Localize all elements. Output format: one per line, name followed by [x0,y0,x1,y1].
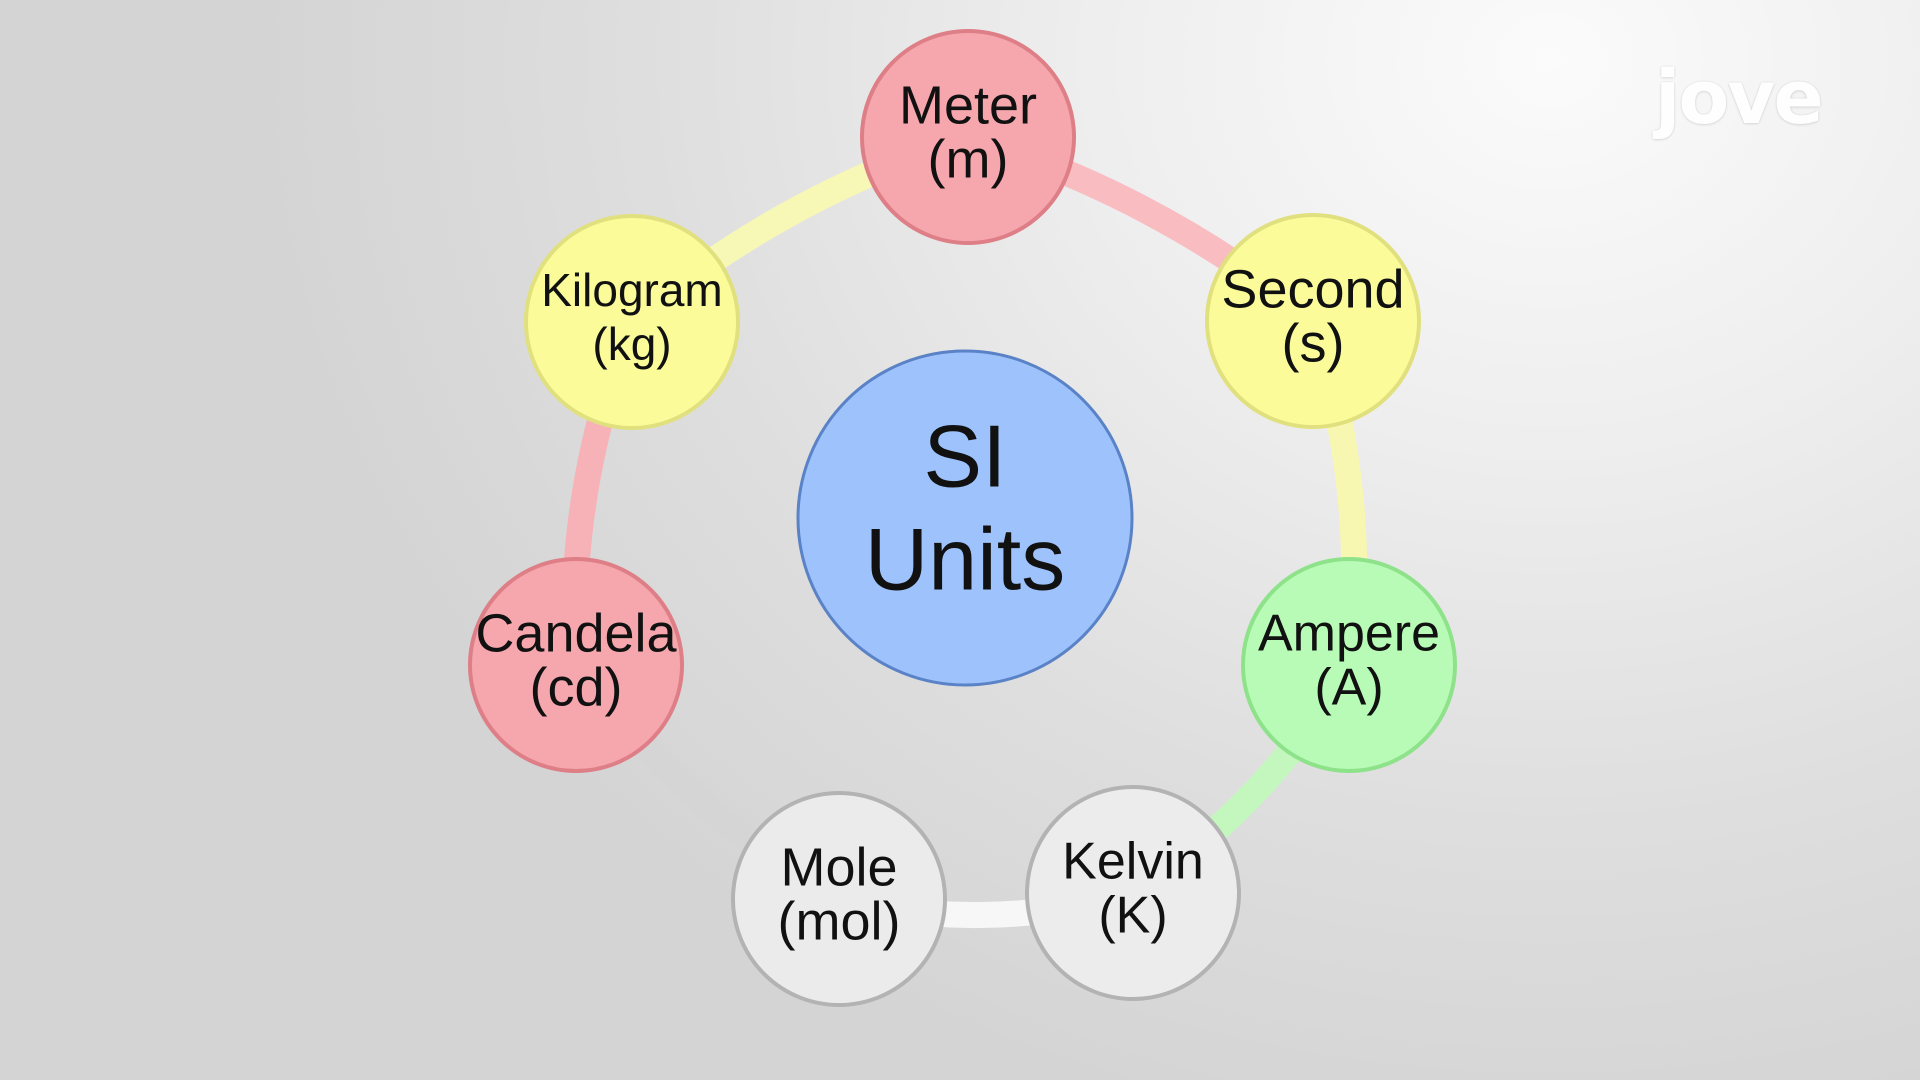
jove-logo: jove [1655,55,1824,141]
unit-name-mole: Mole [780,837,897,897]
unit-symbol-candela: (cd) [530,657,623,717]
unit-node-candela: Candela(cd) [468,557,684,773]
unit-symbol-second: (s) [1282,313,1345,373]
center-node: SI Units [796,349,1134,687]
center-title-line1: SI [923,406,1006,505]
unit-node-second: Second(s) [1205,213,1421,429]
unit-circle-candela [468,557,684,773]
unit-nodes: Meter(m)Second(s)Ampere(A)Kelvin(K)Mole(… [468,29,1457,1007]
unit-circle-meter [860,29,1076,245]
unit-circle-ampere [1241,557,1457,773]
unit-node-ampere: Ampere(A) [1241,557,1457,773]
unit-name-candela: Candela [475,603,677,663]
unit-node-mole: Mole(mol) [731,791,947,1007]
unit-symbol-mole: (mol) [778,891,901,951]
unit-symbol-kelvin: (K) [1098,887,1167,945]
unit-symbol-ampere: (A) [1314,659,1383,717]
unit-circle-second [1205,213,1421,429]
unit-name-kelvin: Kelvin [1062,833,1204,891]
unit-name-second: Second [1221,259,1404,319]
center-title-line2: Units [865,509,1066,608]
unit-node-meter: Meter(m) [860,29,1076,245]
unit-node-kelvin: Kelvin(K) [1025,785,1241,1001]
unit-name-meter: Meter [899,75,1037,135]
unit-name-ampere: Ampere [1258,605,1440,663]
unit-symbol-kilogram: (kg) [592,318,671,370]
unit-name-kilogram: Kilogram [541,264,723,316]
unit-symbol-meter: (m) [928,129,1009,189]
unit-circle-kilogram [524,214,740,430]
center-circle [796,349,1134,687]
unit-circle-kelvin [1025,785,1241,1001]
unit-node-kilogram: Kilogram(kg) [524,214,740,430]
unit-circle-mole [731,791,947,1007]
